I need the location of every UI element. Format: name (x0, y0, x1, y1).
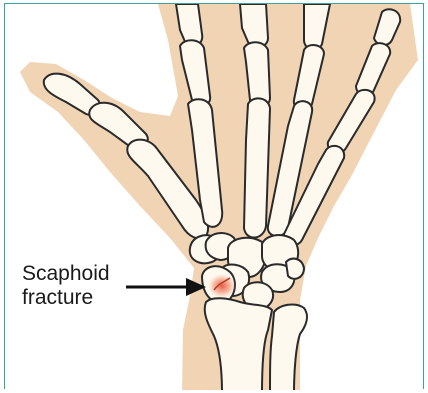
annotation-line-1: Scaphoid (22, 262, 110, 286)
pisiform (286, 259, 304, 279)
fracture-highlight (208, 274, 236, 298)
annotation-line-2: fracture (22, 286, 110, 310)
ulna (270, 305, 307, 393)
annotation-label: Scaphoid fracture (22, 262, 110, 310)
middle-metacarpal (244, 98, 270, 237)
